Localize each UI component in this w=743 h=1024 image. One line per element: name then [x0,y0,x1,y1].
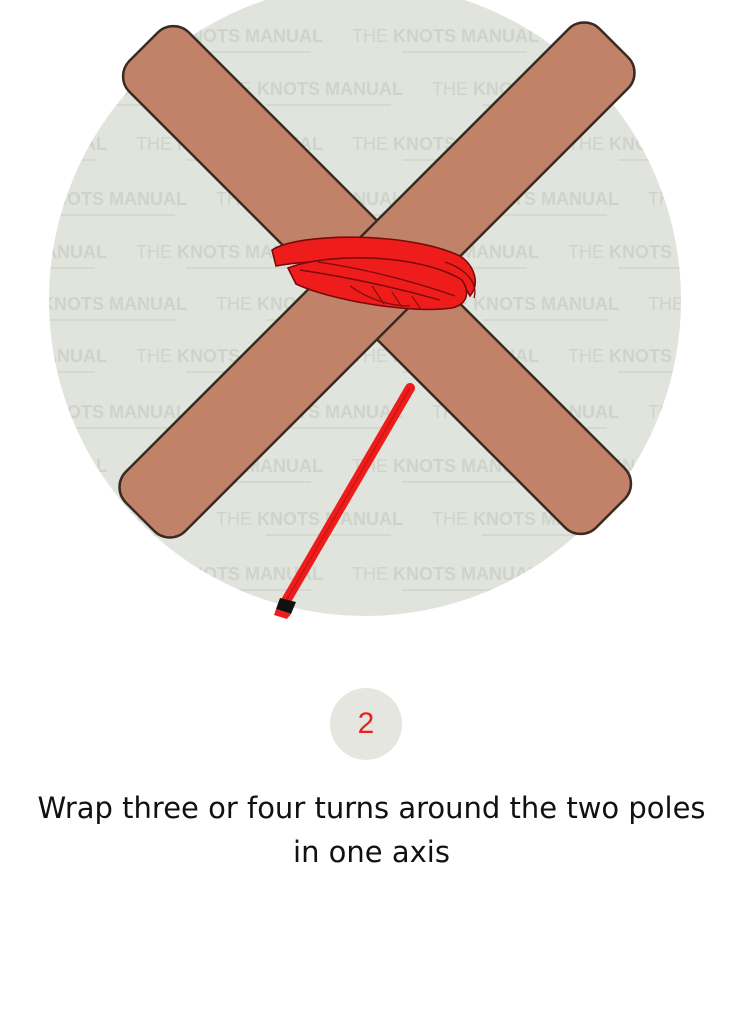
watermark-brand-text: THE KNOTS MANUAL [0,564,107,584]
knot-illustration: THE KNOTS MANUAL THE KNOTS MANUAL THE KNOT… [0,0,743,619]
watermark-brand-text: THE KNOTS MANUAL [216,509,403,529]
watermark-brand-text: THE KNOTS MANUAL [648,79,743,99]
caption-line-2: in one axis [293,835,450,869]
watermark-brand-text: THE KNOTS MANUAL [0,346,107,366]
watermark-brand-text: THE KNOTS MANUAL [0,402,187,422]
watermark-brand-text: THE KNOTS MANUAL [0,294,187,314]
step-number-badge: 2 [330,688,402,760]
watermark-brand-text: THE KNOTS MANUAL [648,402,743,422]
watermark-brand-text: THE KNOTS MANUAL [648,294,743,314]
watermark-brand-text: THE KNOTS MANUAL [648,189,743,209]
watermark-brand-text: THE KNOTS MANUAL [0,189,187,209]
watermark-brand-text: THE KNOTS MANUAL [568,564,743,584]
watermark-brand-text: THE KNOTS MANUAL [0,456,107,476]
watermark-brand-text: THE KNOTS MANUAL [0,134,107,154]
watermark-brand-text: THE KNOTS MANUAL [648,509,743,529]
watermark-brand-text: THE KNOTS MANUAL [568,346,743,366]
step-number: 2 [357,707,375,740]
rope-standing-edge [282,387,411,607]
instruction-caption: Wrap three or four turns around the two … [0,786,743,874]
watermark-brand-text: THE KNOTS MANUAL [568,134,743,154]
rope-wrapping-turns [271,236,476,311]
watermark-brand-text: THE KNOTS MANUAL [352,564,539,584]
caption-line-1: Wrap three or four turns around the two … [37,791,706,825]
watermark-brand-text: THE KNOTS MANUAL [0,242,107,262]
watermark-brand-text: THE KNOTS MANUAL [352,26,539,46]
watermark-brand-text: THE KNOTS MANUAL [0,26,107,46]
watermark-brand-text: THE KNOTS MANUAL [568,242,743,262]
whipped-rope-end-icon [274,598,296,619]
